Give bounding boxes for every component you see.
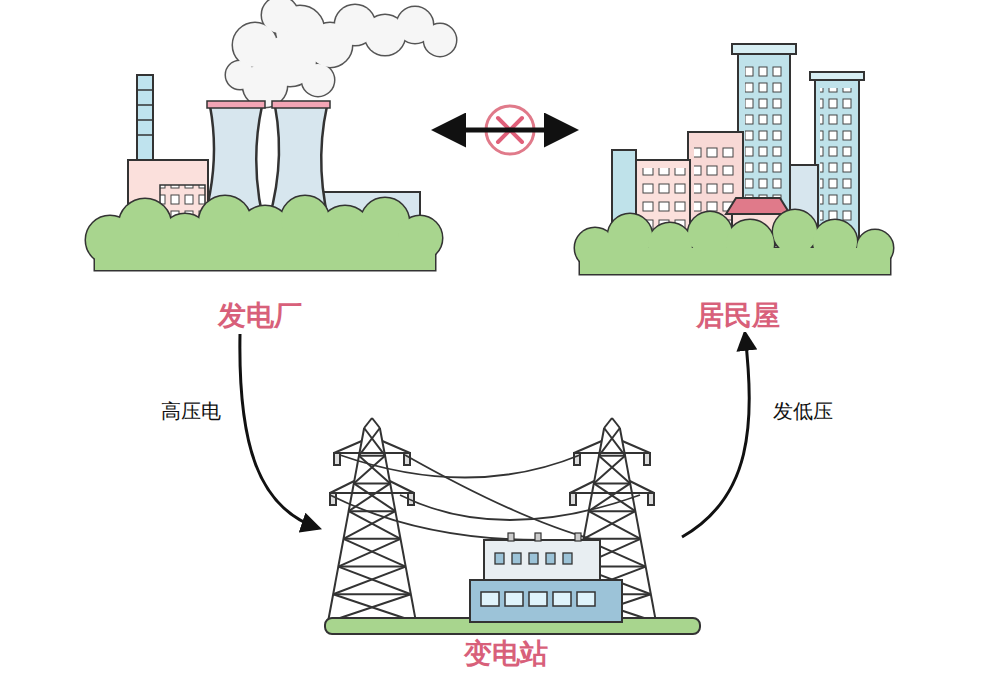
edge-label: 高压电 <box>158 398 224 424</box>
illustrated-node: 变电站 <box>320 405 692 670</box>
flow-arrow <box>438 128 572 133</box>
node-label: 居民屋 <box>692 300 784 332</box>
edge-label: 发低压 <box>770 398 836 424</box>
node-label: 变电站 <box>460 638 552 670</box>
flow-arrow <box>682 334 749 537</box>
illustrated-node: 发电厂 <box>85 20 435 332</box>
illustrated-node: 居民屋 <box>575 38 900 332</box>
node-label: 发电厂 <box>214 300 306 332</box>
flow-arrow <box>240 334 318 528</box>
